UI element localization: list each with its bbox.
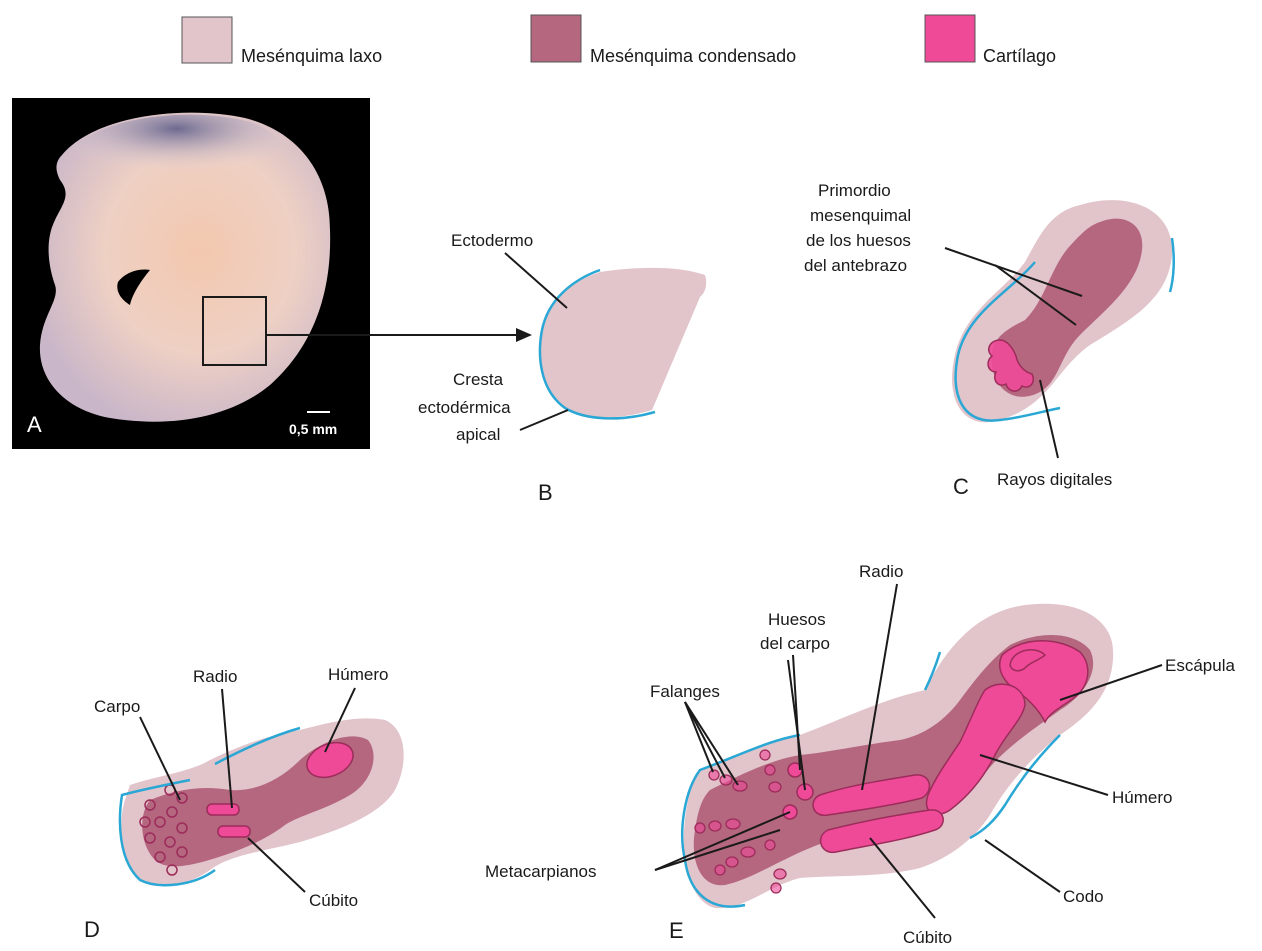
label-humero-d: Húmero bbox=[328, 665, 388, 684]
panel-a: A 0,5 mm bbox=[12, 98, 370, 449]
panel-e-letter: E bbox=[669, 918, 684, 943]
legend-item-mesenquima-condensado: Mesénquima condensado bbox=[531, 15, 796, 66]
label-rayos-digitales: Rayos digitales bbox=[997, 470, 1112, 489]
label-humero-e: Húmero bbox=[1112, 788, 1172, 807]
legend-swatch-cartilago bbox=[925, 15, 975, 62]
label-cresta-1: Cresta bbox=[453, 370, 504, 389]
label-huesos-1: Huesos bbox=[768, 610, 826, 629]
legend-item-mesenquima-laxo: Mesénquima laxo bbox=[182, 17, 382, 66]
label-primordio-2: mesenquimal bbox=[810, 206, 911, 225]
label-metacarpianos: Metacarpianos bbox=[485, 862, 597, 881]
label-huesos-2: del carpo bbox=[760, 634, 830, 653]
panel-b: Ectodermo Cresta ectodérmica apical B bbox=[418, 231, 706, 505]
label-cubito-e: Cúbito bbox=[903, 928, 952, 947]
panel-d: Carpo Radio Húmero Cúbito D bbox=[84, 665, 404, 942]
label-cresta-2: ectodérmica bbox=[418, 398, 511, 417]
label-radio-d: Radio bbox=[193, 667, 237, 686]
legend-swatch-mesenquima-laxo bbox=[182, 17, 232, 63]
label-cresta-3: apical bbox=[456, 425, 500, 444]
label-ectodermo: Ectodermo bbox=[451, 231, 533, 250]
panel-e: Radio Huesos del carpo Falanges Escápula… bbox=[485, 562, 1235, 947]
legend-item-cartilago: Cartílago bbox=[925, 15, 1056, 66]
panel-d-letter: D bbox=[84, 917, 100, 942]
label-primordio-3: de los huesos bbox=[806, 231, 911, 250]
label-escapula: Escápula bbox=[1165, 656, 1235, 675]
cubito-d bbox=[218, 826, 250, 837]
label-primordio-4: del antebrazo bbox=[804, 256, 907, 275]
legend-label-cartilago: Cartílago bbox=[983, 46, 1056, 66]
panel-a-letter: A bbox=[27, 412, 42, 437]
legend-label-mesenquima-condensado: Mesénquima condensado bbox=[590, 46, 796, 66]
label-primordio-1: Primordio bbox=[818, 181, 891, 200]
label-cubito-d: Cúbito bbox=[309, 891, 358, 910]
panel-c: Primordio mesenquimal de los huesos del … bbox=[804, 181, 1174, 499]
label-codo: Codo bbox=[1063, 887, 1104, 906]
label-radio-e: Radio bbox=[859, 562, 903, 581]
panel-b-letter: B bbox=[538, 480, 553, 505]
label-carpo-d: Carpo bbox=[94, 697, 140, 716]
radio-d bbox=[207, 804, 239, 815]
legend-swatch-mesenquima-condensado bbox=[531, 15, 581, 62]
legend: Mesénquima laxo Mesénquima condensado Ca… bbox=[182, 15, 1056, 66]
panel-c-letter: C bbox=[953, 474, 969, 499]
label-falanges: Falanges bbox=[650, 682, 720, 701]
scale-bar-label: 0,5 mm bbox=[289, 421, 337, 437]
legend-label-mesenquima-laxo: Mesénquima laxo bbox=[241, 46, 382, 66]
